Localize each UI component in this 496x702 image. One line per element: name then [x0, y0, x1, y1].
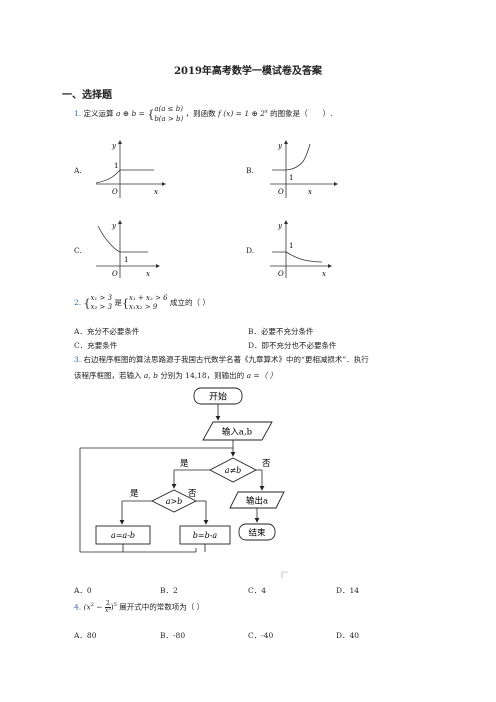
question-number: 1. — [74, 109, 82, 118]
q2-option-c: C．充要条件 — [74, 341, 118, 350]
q3-vars: a, b — [143, 371, 158, 380]
q2-option-a: A．充分不必要条件 — [74, 327, 140, 336]
section-heading: 一、选择题 — [62, 90, 112, 101]
axis-y-label: y — [277, 142, 283, 150]
q2-option-b: B．必要不充分条件 — [248, 327, 314, 336]
flow-condition-1-label: a≠b — [225, 466, 242, 475]
tick-one-label: 1 — [289, 242, 293, 250]
q1-graph-a: y x O 1 — [95, 140, 166, 198]
q1-case-2: b(a > b) — [154, 115, 184, 123]
flow-condition-2-label: a>b — [166, 497, 183, 506]
tick-one-label: 1 — [289, 174, 293, 182]
q1-graph-b: y x O 1 — [270, 140, 338, 198]
q3-option-c: C．4 — [248, 586, 267, 595]
q4-square: 2 — [90, 602, 94, 608]
q3-option-b: B．2 — [160, 586, 178, 595]
flow-assign-1-label: a=a-b — [111, 531, 135, 540]
flow-yes-label: 是 — [180, 459, 189, 469]
q1-function: f (x) = 1 ⊕ 2 — [218, 109, 265, 118]
tick-one-label: 1 — [124, 256, 128, 264]
q2-right-top: x₁ + x₂ > 6 — [128, 294, 168, 302]
origin-label: O — [112, 270, 118, 278]
flow-end-node — [238, 523, 276, 541]
axis-x-label: x — [322, 270, 326, 278]
q4-fraction-numerator: 2 — [105, 600, 110, 607]
flow-assign-2-label: b=b-a — [193, 531, 218, 540]
flow-end-label: 结束 — [248, 528, 266, 539]
q1-mid: ，则函数 — [185, 109, 216, 118]
q4-option-c: C．-40 — [248, 631, 274, 640]
axis-x-label: x — [146, 270, 150, 278]
origin-label: O — [278, 270, 284, 278]
flow-output-node — [229, 491, 285, 509]
q3-text-1: 右边程序框图的算法思路源于我国古代数学名著《九章算术》中的“更相减损术”．执行 — [83, 355, 369, 364]
q3-text-2c: 分别为 14,18，则输出的 — [160, 371, 245, 380]
q2-tail: 成立的（ ） — [169, 298, 210, 307]
q4-option-a: A．80 — [74, 631, 97, 640]
flow-no-label: 否 — [262, 459, 271, 469]
axis-x-label: x — [154, 188, 158, 196]
q3-flowchart: 开始 输入a,b a≠b 是 否 a>b 是 否 a=a-b b=b-a 输出a… — [79, 387, 288, 578]
q4-minus: − — [93, 602, 105, 612]
q2-option-d: D．即不充分也不必要条件 — [248, 341, 337, 350]
axis-y-label: y — [277, 222, 283, 230]
q3-text-2a: 该程序框图，若输入 — [74, 371, 142, 380]
axis-x-label: x — [308, 188, 312, 196]
q1-option-a-label: A. — [74, 166, 82, 175]
q1-graph-d: y x O 1 — [270, 220, 332, 278]
axis-y-label: y — [111, 222, 117, 230]
page-title: 2019年高考数学一模试卷及答案 — [174, 66, 322, 77]
q3-option-a: A．0 — [74, 586, 92, 595]
q1-operation: a ⊕ b = — [115, 109, 145, 118]
flow-output-label: 输出a — [246, 496, 268, 507]
q4-fraction-denominator: x³ — [104, 607, 111, 614]
flow-start-label: 开始 — [209, 391, 227, 403]
q1-tail: 的图象是（ ）. — [270, 109, 333, 118]
origin-label: O — [278, 188, 284, 196]
q1-option-b-label: B. — [246, 166, 254, 175]
q1-option-d-label: D. — [246, 246, 255, 255]
flow-input-node — [202, 421, 273, 441]
q4-tail: 展开式中的常数项为（ ） — [119, 602, 205, 612]
flow-input-label: 输入a,b — [222, 427, 253, 438]
q1-exponent: x — [264, 108, 268, 115]
flow-no-label-2: 否 — [188, 489, 197, 499]
question-number: 4. — [74, 602, 82, 612]
question-number: 3. — [74, 355, 82, 364]
tick-one-label: 1 — [114, 162, 118, 170]
q2-left-bottom: x₂ > 3 — [90, 303, 113, 311]
q2-left-top: x₁ > 3 — [90, 294, 113, 302]
q3-text-2d: a =（ ） — [246, 371, 278, 380]
q3-option-d: D．14 — [336, 586, 360, 595]
flow-condition-1 — [209, 457, 257, 483]
question-3-line-1: 3. 右边程序框图的算法思路源于我国古代数学名著《九章算术》中的“更相减损术”．… — [74, 354, 369, 365]
q2-is: 是 — [114, 298, 122, 307]
q1-option-c-label: C. — [74, 246, 82, 255]
origin-label: O — [112, 188, 118, 196]
q1-case-1: a(a ≤ b) — [154, 105, 183, 113]
question-2: 2. { x₁ > 3 x₂ > 3 是{ x₁ + x₂ > 6 x₁x₂ >… — [74, 294, 210, 311]
q1-graph-c: y x O 1 — [96, 220, 160, 278]
question-3-line-2: 该程序框图，若输入 a, b 分别为 14,18，则输出的 a =（ ） — [74, 370, 277, 381]
q4-expr-open: (x — [83, 602, 91, 612]
q4-option-b: B．-80 — [160, 631, 186, 640]
q1-intro: 定义运算 — [83, 109, 114, 118]
q4-power: 5 — [113, 602, 117, 608]
q4-option-d: D．40 — [336, 631, 360, 640]
question-1: 1. 定义运算 a ⊕ b = { a(a ≤ b) b(a > b) ，则函数… — [74, 105, 333, 123]
q2-right-bottom: x₁x₂ > 9 — [128, 303, 158, 311]
question-number: 2. — [74, 298, 82, 307]
axis-y-label: y — [111, 142, 117, 150]
flow-condition-2 — [150, 489, 198, 513]
flow-yes-label-2: 是 — [130, 489, 139, 499]
q4-expr-close: ) — [110, 602, 114, 612]
